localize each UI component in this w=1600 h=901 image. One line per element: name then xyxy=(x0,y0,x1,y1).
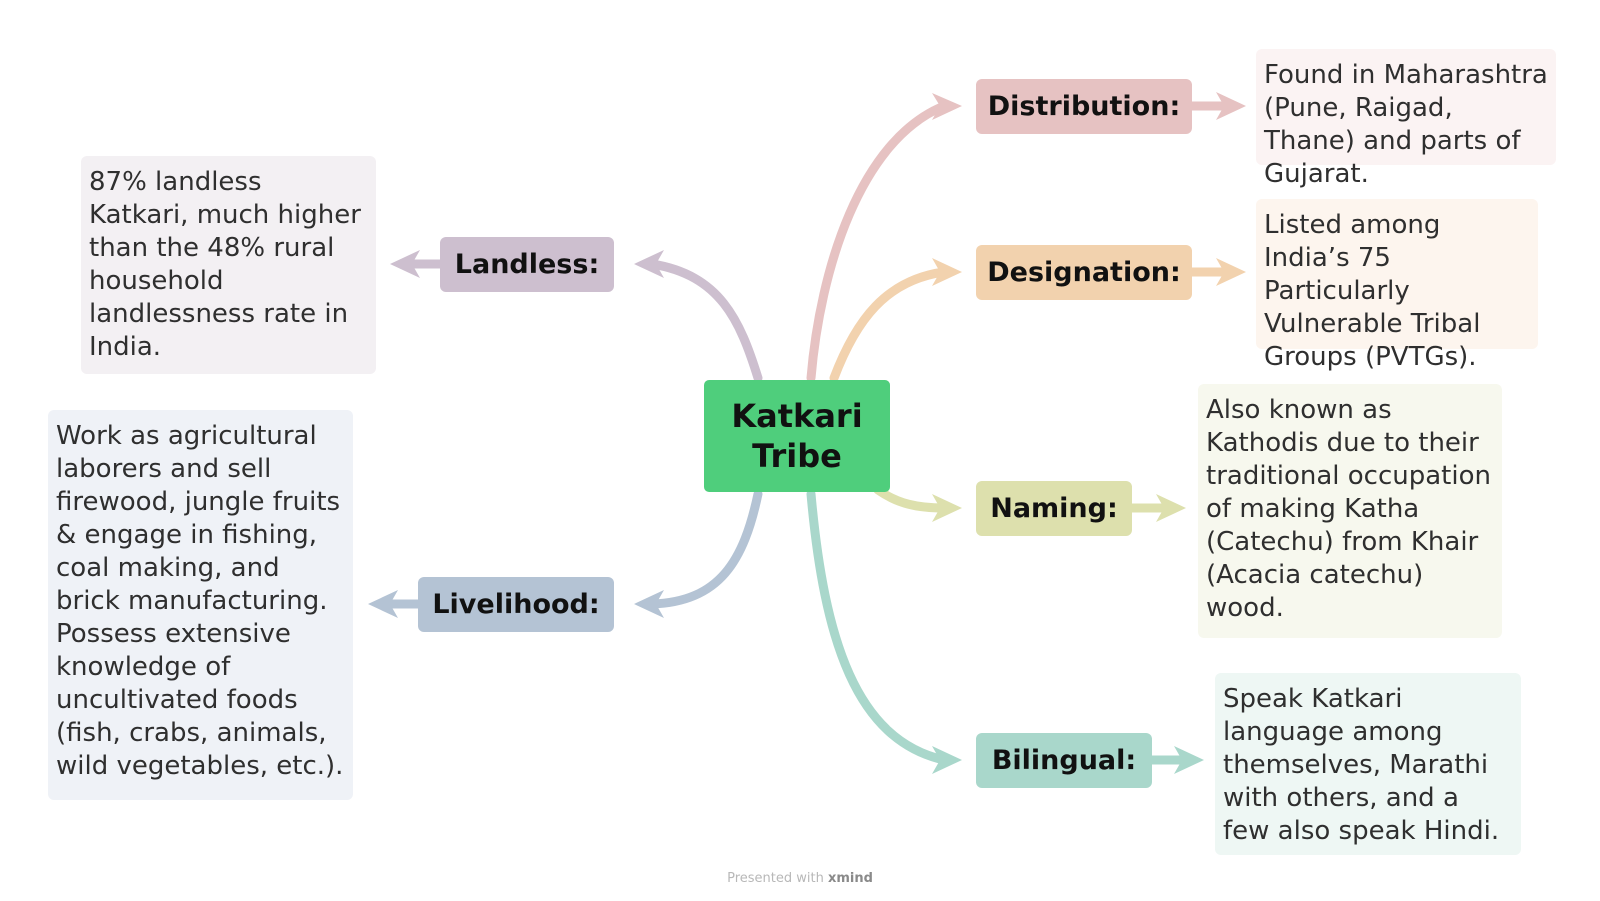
arrowhead-detail-naming xyxy=(1156,494,1186,522)
arrowhead-detail-designation xyxy=(1216,258,1246,286)
connector-designation xyxy=(829,267,949,383)
arrowhead-bilingual xyxy=(932,746,962,774)
detail-distribution: Found in Maharashtra (Pune, Raigad, Than… xyxy=(1256,49,1556,189)
detail-designation: Listed among India’s 75 Particularly Vul… xyxy=(1256,199,1538,372)
topic-bilingual-label: Bilingual: xyxy=(991,745,1137,776)
footer-watermark: Presented with xmind xyxy=(0,871,1600,886)
topic-bilingual[interactable]: Bilingual: xyxy=(976,733,1152,788)
connector-distribution xyxy=(806,101,949,383)
topic-livelihood-label: Livelihood: xyxy=(432,589,600,620)
detail-distribution-text: Found in Maharashtra (Pune, Raigad, Than… xyxy=(1264,60,1548,189)
topic-naming-label: Naming: xyxy=(990,493,1118,524)
detail-landless-text: 87% landless Katkari, much higher than t… xyxy=(89,167,361,362)
central-topic-line1: Katkari xyxy=(731,397,863,435)
topic-designation-label: Designation: xyxy=(987,257,1181,288)
connector-livelihood xyxy=(647,489,763,609)
arrowhead-designation xyxy=(932,258,962,286)
arrowhead-distribution xyxy=(932,93,962,120)
connector-landless xyxy=(647,259,763,383)
arrowhead-naming xyxy=(932,494,962,522)
connector-bilingual xyxy=(806,489,949,765)
topic-distribution-label: Distribution: xyxy=(987,91,1181,122)
arrowhead-detail-landless xyxy=(390,250,420,278)
detail-livelihood-text: Work as agricultural laborers and sell f… xyxy=(56,421,344,781)
detail-designation-text: Listed among India’s 75 Particularly Vul… xyxy=(1264,210,1481,372)
arrowhead-landless xyxy=(634,250,664,278)
detail-naming: Also known as Kathodis due to their trad… xyxy=(1198,384,1502,638)
arrowhead-detail-livelihood xyxy=(368,590,398,618)
topic-designation[interactable]: Designation: xyxy=(976,245,1192,300)
detail-naming-text: Also known as Kathodis due to their trad… xyxy=(1206,395,1491,623)
topic-livelihood[interactable]: Livelihood: xyxy=(418,577,614,632)
topic-naming[interactable]: Naming: xyxy=(976,481,1132,536)
arrowhead-detail-distribution xyxy=(1216,92,1246,120)
detail-livelihood: Work as agricultural laborers and sell f… xyxy=(48,410,353,800)
detail-landless: 87% landless Katkari, much higher than t… xyxy=(81,156,376,374)
connector-naming xyxy=(873,485,949,513)
topic-landless[interactable]: Landless: xyxy=(440,237,614,292)
detail-bilingual: Speak Katkari language among themselves,… xyxy=(1215,673,1521,855)
arrowhead-livelihood xyxy=(634,590,664,618)
central-topic-line2: Tribe xyxy=(752,437,842,475)
detail-bilingual-text: Speak Katkari language among themselves,… xyxy=(1223,684,1500,846)
topic-distribution[interactable]: Distribution: xyxy=(976,79,1192,134)
topic-landless-label: Landless: xyxy=(454,249,600,280)
footer-brand: xmind xyxy=(827,871,873,886)
central-topic[interactable]: Katkari Tribe xyxy=(704,380,890,492)
arrowhead-detail-bilingual xyxy=(1174,746,1204,774)
footer-prefix: Presented with xyxy=(727,871,824,886)
